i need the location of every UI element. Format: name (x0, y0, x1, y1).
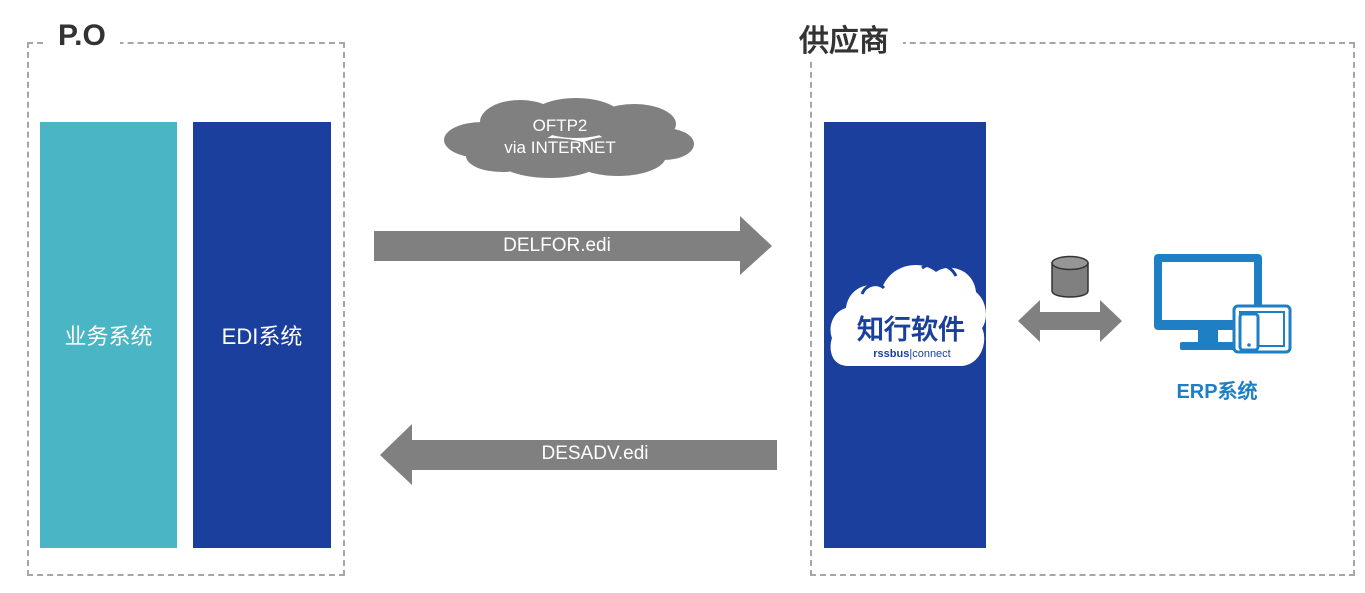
po-group-title: P.O (44, 18, 120, 54)
delfor-arrow-icon (374, 216, 772, 275)
monitor-icon (1154, 254, 1292, 354)
zhixing-cloud-logo-icon (830, 262, 986, 366)
business-system-label: 业务系统 (64, 324, 153, 349)
cloud-line-2: via INTERNET (504, 138, 616, 157)
supplier-group-title: 供应商 (785, 24, 903, 60)
logo-sub-divider: | (909, 348, 913, 360)
internet-cloud-icon (444, 98, 694, 178)
cloud-line-1: OFTP2 (532, 116, 588, 135)
edi-system-label: EDI系统 (221, 324, 303, 349)
logo-sub-text: rssbus|connect (852, 347, 972, 361)
phone-icon (1238, 312, 1260, 352)
po-group (27, 42, 345, 576)
supplier-group (810, 42, 1355, 576)
logo-main-text: 知行软件 (857, 315, 965, 345)
edi-system-column: EDI系统 (193, 122, 331, 548)
desadv-arrow-icon (380, 424, 777, 485)
business-system-column: 业务系统 (40, 122, 177, 548)
cloud-label: OFTP2 via INTERNET (470, 115, 650, 159)
database-icon (1051, 255, 1089, 298)
desadv-label: DESADV.edi (541, 443, 649, 464)
logo-sub-left: rssbus (873, 348, 910, 360)
erp-label: ERP系统 (1176, 381, 1258, 403)
delfor-label: DELFOR.edi (503, 235, 611, 256)
double-arrow-icon (1018, 300, 1122, 342)
logo-sub-right: connect (912, 348, 951, 360)
